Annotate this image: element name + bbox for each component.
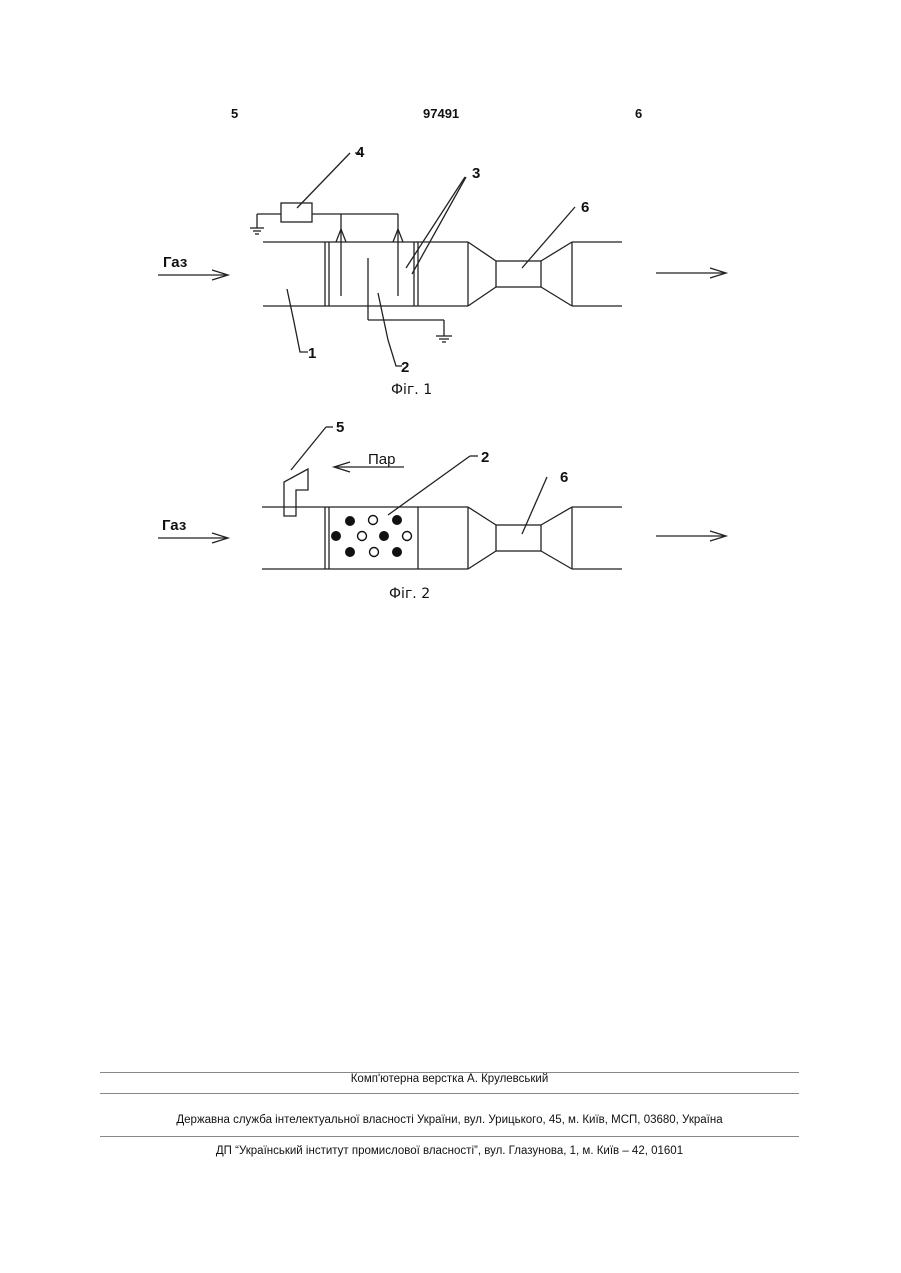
fig2-label-2: 2 — [481, 449, 489, 466]
fig1-label-1: 1 — [308, 345, 316, 362]
footer-layout-credit: Комп'ютерна верстка А. Крулевський — [100, 1073, 799, 1085]
footer-institute: ДП “Український інститут промислової вла… — [100, 1145, 799, 1157]
fig1-gas-label: Газ — [163, 254, 187, 271]
fig2-label-5: 5 — [336, 419, 344, 436]
footer-agency: Державна служба інтелектуальної власност… — [100, 1114, 799, 1126]
fig1-drawing — [158, 153, 726, 366]
footer-divider-3 — [100, 1136, 799, 1137]
fig2-steam-label: Пар — [368, 451, 395, 468]
fig1-label-6: 6 — [581, 199, 589, 216]
fig2-drawing — [158, 427, 726, 569]
patent-drawing: Газ 1 2 3 4 6 Газ Пар 5 2 6 — [0, 0, 901, 640]
packing-elements — [331, 515, 412, 557]
fig2-label-6: 6 — [560, 469, 568, 486]
fig1-label-2: 2 — [401, 359, 409, 376]
fig1-caption: Фіг. 1 — [391, 382, 432, 398]
fig1-label-4: 4 — [356, 144, 365, 161]
fig2-gas-label: Газ — [162, 517, 186, 534]
fig2-caption: Фіг. 2 — [389, 586, 430, 602]
fig1-label-3: 3 — [472, 165, 480, 182]
footer-divider-2 — [100, 1093, 799, 1094]
